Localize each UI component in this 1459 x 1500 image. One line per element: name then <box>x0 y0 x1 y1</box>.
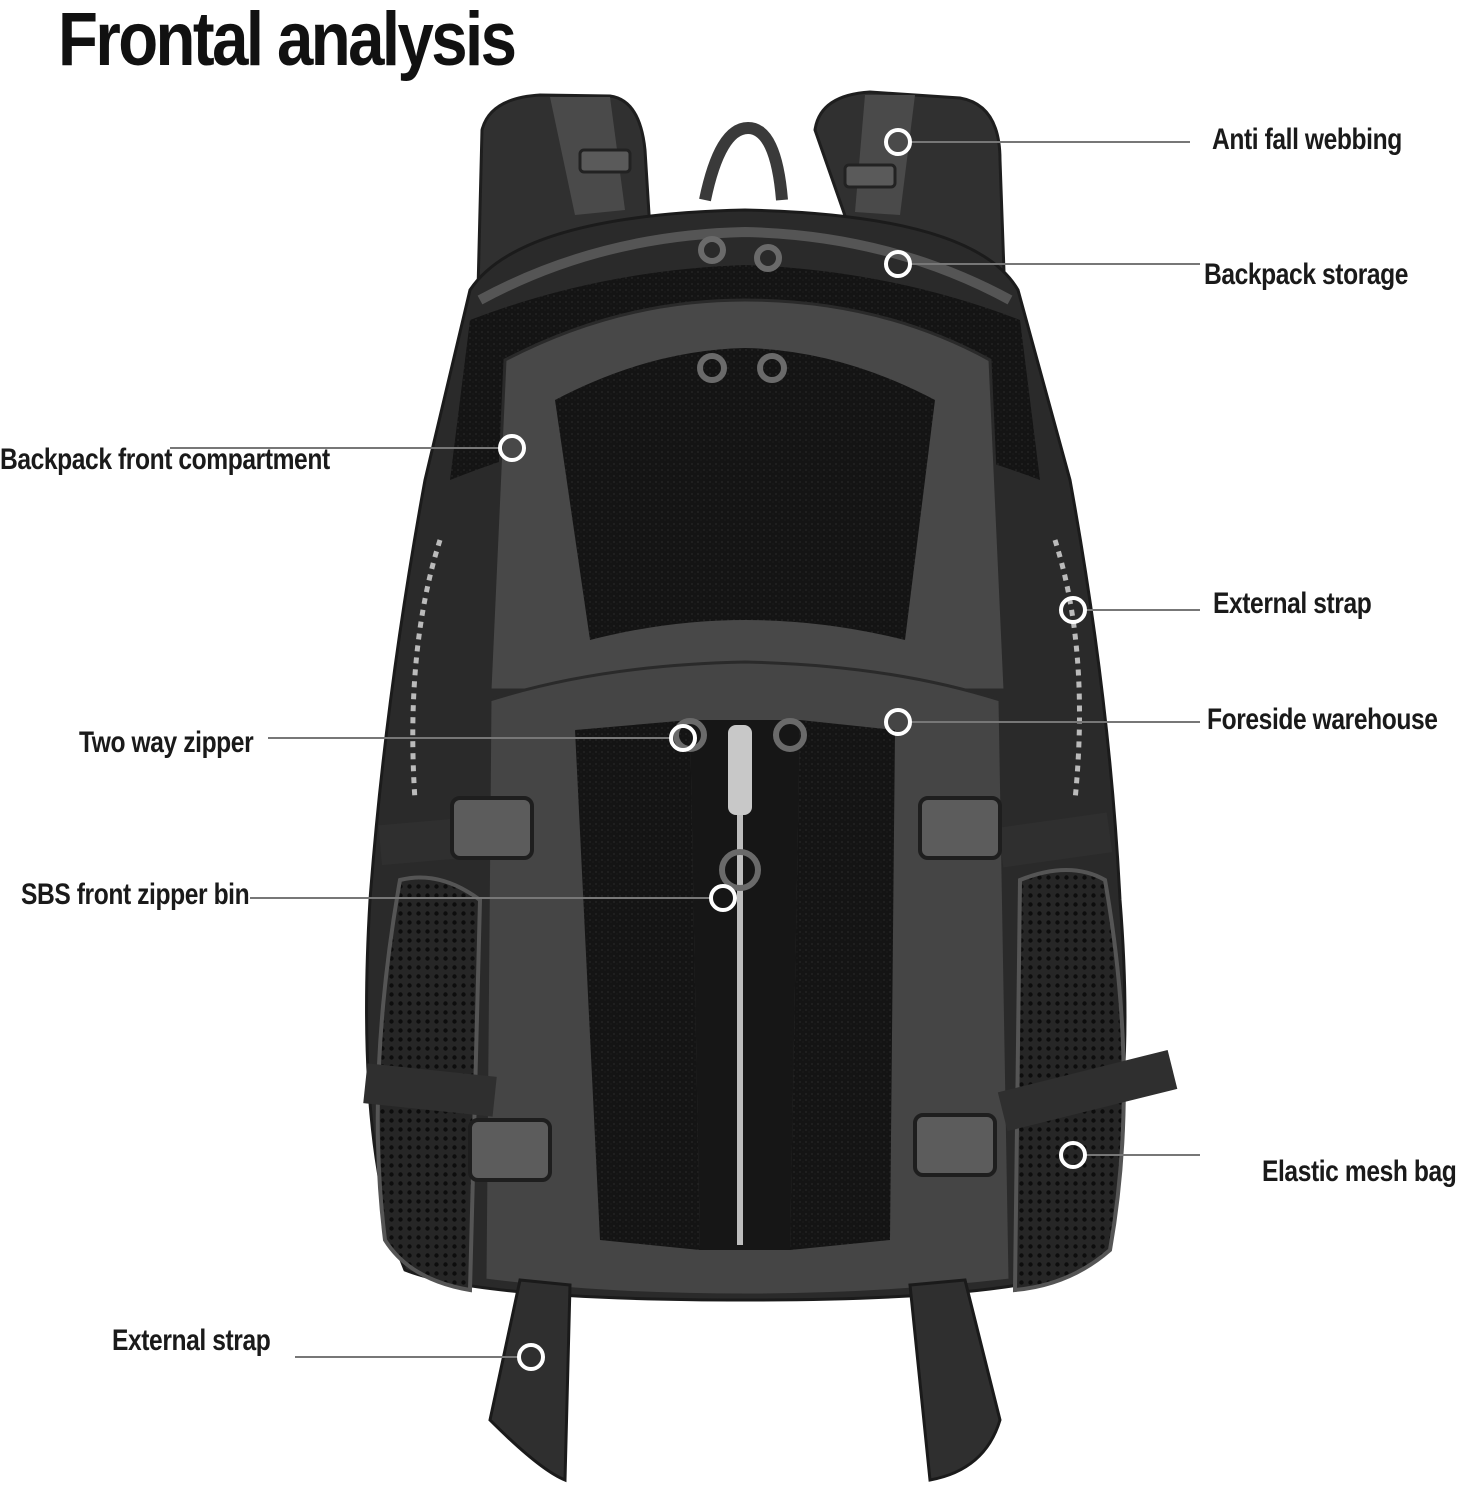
marker-anti-fall-webbing <box>884 128 912 156</box>
marker-two-way-zipper <box>669 724 697 752</box>
label-external-strap-bottom: External strap <box>112 1324 271 1357</box>
label-sbs-front-zipper-bin: SBS front zipper bin <box>21 878 250 911</box>
bottom-strap-right <box>908 1278 1002 1482</box>
label-external-strap-right: External strap <box>1213 587 1372 620</box>
page-title: Frontal analysis <box>58 0 517 82</box>
label-foreside-warehouse: Foreside warehouse <box>1207 703 1438 736</box>
label-elastic-mesh-bag: Elastic mesh bag <box>1262 1155 1457 1188</box>
marker-external-strap-right <box>1059 596 1087 624</box>
zipper-pulls <box>673 236 807 891</box>
label-backpack-storage: Backpack storage <box>1204 258 1409 291</box>
label-two-way-zipper: Two way zipper <box>79 726 254 759</box>
marker-elastic-mesh-bag <box>1059 1141 1087 1169</box>
marker-foreside-warehouse <box>884 708 912 736</box>
callout-markers <box>498 128 1087 1371</box>
marker-external-strap-bottom <box>517 1343 545 1371</box>
label-backpack-front-compartment: Backpack front compartment <box>0 443 330 476</box>
label-anti-fall-webbing: Anti fall webbing <box>1212 123 1402 156</box>
compression-straps <box>363 796 1178 1182</box>
marker-sbs-zipper-bin <box>709 884 737 912</box>
marker-front-compartment <box>498 434 526 462</box>
marker-backpack-storage <box>884 250 912 278</box>
bottom-strap-left <box>488 1278 572 1483</box>
leader-lines <box>170 141 1200 1358</box>
